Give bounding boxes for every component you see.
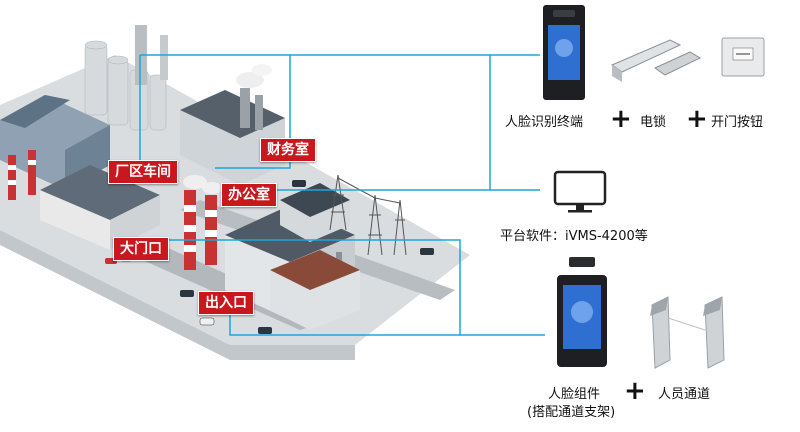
face-terminal-icon (543, 5, 585, 100)
monitor-icon (555, 172, 605, 213)
turnstile-icon (650, 297, 724, 368)
exit-button-icon (722, 38, 764, 76)
electric-lock-icon (612, 40, 700, 82)
tag-workshop: 厂区车间 (108, 160, 178, 184)
caption-lock: 电锁 (640, 111, 666, 130)
caption-face-module-note: (搭配通道支架) (527, 401, 615, 420)
tag-finance: 财务室 (260, 138, 316, 162)
face-module-icon (557, 257, 607, 367)
caption-face-terminal: 人脸识别终端 (505, 111, 583, 130)
caption-platform: 平台软件：iVMS-4200等 (500, 225, 648, 244)
caption-channel: 人员通道 (658, 383, 710, 402)
plus-sign: + (610, 106, 632, 132)
caption-exit-button: 开门按钮 (711, 111, 763, 130)
plus-sign: + (686, 106, 708, 132)
caption-face-module: 人脸组件 (548, 383, 600, 402)
tag-gate: 大门口 (113, 237, 169, 261)
tag-office: 办公室 (221, 183, 277, 207)
tag-entrance: 出入口 (198, 291, 254, 315)
plus-sign: + (624, 378, 646, 404)
